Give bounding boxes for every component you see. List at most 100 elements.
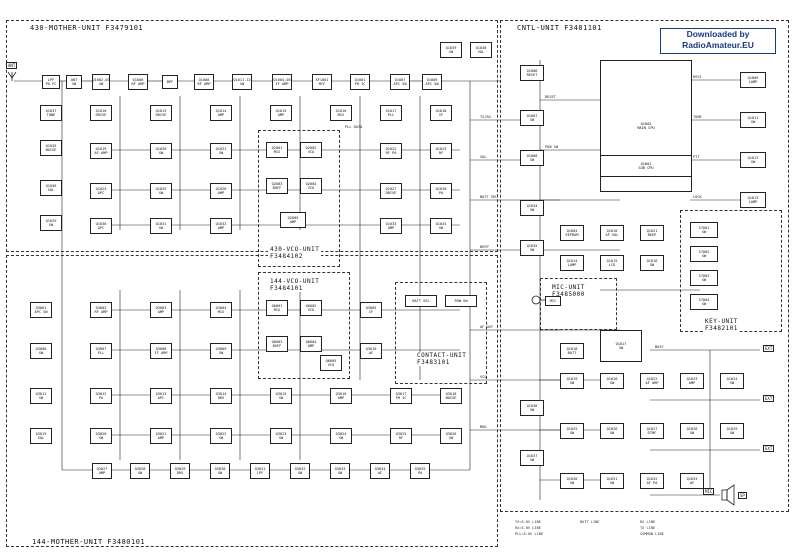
block-q3016: Q3016 AMP	[330, 388, 352, 404]
block-c4: Q1009 LAMP	[740, 72, 766, 88]
unit-430-vco-label: 430-VCO-UNIT F3484102	[268, 246, 322, 260]
block-q3002: Q3002 RF AMP	[90, 302, 112, 318]
block-c30: Q1037 SW	[520, 450, 544, 466]
block-q3010: Q3010 AF	[360, 343, 382, 359]
block-contact-sw1: BATT SEL	[405, 295, 437, 307]
sig-mod: MOD	[480, 425, 487, 429]
legend-rx-line: RX LINE	[640, 520, 656, 524]
block-q1032: Q1032 AMP	[210, 218, 232, 234]
block-c18: Q1025 SW	[560, 423, 584, 439]
legend-rx: RX=5.0V LINE	[515, 526, 541, 530]
unit-cntl	[500, 20, 789, 512]
block-c16: Q1023 AMP	[680, 373, 704, 389]
block-c7: Q1013 LAMP	[740, 192, 766, 208]
block-contact-sw2: POW SW	[445, 295, 477, 307]
block-q1021: Q1021 SW	[210, 143, 232, 159]
banner-line2: RadioAmateur.EU	[682, 40, 754, 50]
block-c22: Q1029 SW	[720, 423, 744, 439]
block-q1034: Q1034 SW	[430, 218, 452, 234]
block-q2005: Q2005 AMP	[280, 212, 306, 228]
block-q3035: Q3035 PA	[410, 463, 430, 479]
block-q1009: Q1009 APC SW	[422, 74, 442, 90]
block-q1037: Q1037 TONE	[40, 105, 62, 121]
unit-cntl-label: CNTL-UNIT F3481101	[515, 24, 604, 32]
block-q1023: Q1023 RF	[430, 143, 452, 159]
block-q1039: Q1039 SW	[440, 42, 462, 58]
block-q3029: Q3029 DRV	[170, 463, 190, 479]
block-q1016: Q1016 MIX	[330, 105, 352, 121]
unit-430-vco	[258, 130, 340, 267]
unit-contact-label: CONTACT-UNIT F3483101	[415, 352, 469, 366]
port-ext3: EXT	[763, 445, 775, 452]
block-q1007: Q1007 APC SW	[390, 74, 410, 90]
block-c10: Q1016 SW	[640, 255, 664, 271]
block-q3030: Q3030 SW	[210, 463, 230, 479]
unit-contact	[395, 282, 487, 384]
block-c3: Q1008 SW	[520, 150, 544, 166]
port-sp: SP	[738, 492, 747, 499]
block-q1030: Q1030 APC	[90, 218, 112, 234]
block-q3008: Q3008 IF AMP	[150, 343, 172, 359]
sig-af-out: AF OUT	[480, 325, 493, 329]
speaker-symbol	[721, 484, 735, 506]
block-q3009: Q3009 SW	[210, 343, 232, 359]
block-q3007: Q3007 PLL	[90, 343, 112, 359]
block-q3033: Q3033 SW	[330, 463, 350, 479]
sig-ptt: PTT	[693, 155, 700, 159]
block-q1026: Q1026 AMP	[210, 183, 232, 199]
block-q3005: Q3005 IF	[360, 302, 382, 318]
block-q3006: Q3006 SW	[30, 343, 52, 359]
block-q1019: Q1019 AF AMP	[90, 143, 112, 159]
block-q1018: Q1018 IF	[430, 105, 452, 121]
port-ant: ANT	[6, 62, 18, 69]
block-xf1001: XF1001 MCF	[312, 74, 332, 90]
sig-txrx: TX/RX	[480, 115, 491, 119]
block-c26: Q1033 AF	[680, 473, 704, 489]
unit-144-vco	[258, 272, 350, 379]
block-q1024: Q1024 APC	[90, 183, 112, 199]
block-q3027: Q3027 AMP	[92, 463, 112, 479]
block-q3012: Q3012 PA	[90, 388, 112, 404]
block-key-s7001: S7001 SW	[690, 222, 718, 238]
block-q1031: Q1031 SW	[150, 218, 172, 234]
sig-sql: SQL	[480, 155, 487, 159]
block-q1015: Q1015 AMP	[270, 105, 292, 121]
block-c19: Q1026 SW	[600, 423, 624, 439]
sig-reset: RESET	[545, 95, 556, 99]
block-sub-cpu: Q1001 SUB CPU	[600, 155, 692, 177]
block-q1014: Q1014 AMP	[210, 105, 232, 121]
block-q6004: Q6004 AMP	[300, 336, 322, 352]
block-q1020: Q1020 SW	[150, 143, 172, 159]
block-q1006: Q1006 RF AMP	[128, 74, 148, 90]
block-c13: Q1019 SW	[560, 373, 584, 389]
block-q1011: Q1011,12 SW	[232, 74, 252, 90]
block-key-s7004: S7004 SW	[690, 294, 718, 310]
block-q6005: Q6005 VCO	[320, 355, 342, 371]
block-q3015: Q3015 SW	[270, 388, 292, 404]
block-c28: Q1035 SW	[520, 240, 544, 256]
block-q1004: Q1004,05 IF AMP	[272, 74, 292, 90]
block-key-s7003: S7003 SW	[690, 270, 718, 286]
block-c17: Q1024 SW	[720, 373, 744, 389]
block-bpf: BPF	[162, 75, 178, 89]
legend-common: COMMON LINE	[640, 532, 664, 536]
block-q1010: Q1010 DRIVE	[90, 105, 112, 121]
sig-vco: VCO	[480, 375, 487, 379]
block-c9: Q1015 LCD	[600, 255, 624, 271]
block-c29: Q1036 SW	[520, 400, 544, 416]
block-q3003: Q3003 AMP	[150, 302, 172, 318]
block-q3018: Q3018 NOISE	[440, 388, 462, 404]
sig-busy: BUSY	[655, 345, 664, 349]
block-eeprom: Q1004 EEPROM	[560, 225, 584, 241]
block-q3023: Q3023 SW	[270, 428, 292, 444]
block-c24: Q1031 SW	[600, 473, 624, 489]
block-q3025: Q3025 RF	[390, 428, 412, 444]
unit-key-label: KEY-UNIT F3482101	[703, 318, 740, 332]
block-q3017: Q3017 FM IC	[390, 388, 412, 404]
block-q3020: Q3020 SW	[90, 428, 112, 444]
block-q6002: Q6002 VCO	[300, 300, 322, 316]
block-q3019: Q3019 SQL	[30, 428, 52, 444]
block-q1001-fm: Q1001 FM IC	[350, 74, 370, 90]
block-q1038: Q1038 VOL	[470, 42, 492, 58]
block-q1029: Q1029 SW	[40, 215, 62, 231]
